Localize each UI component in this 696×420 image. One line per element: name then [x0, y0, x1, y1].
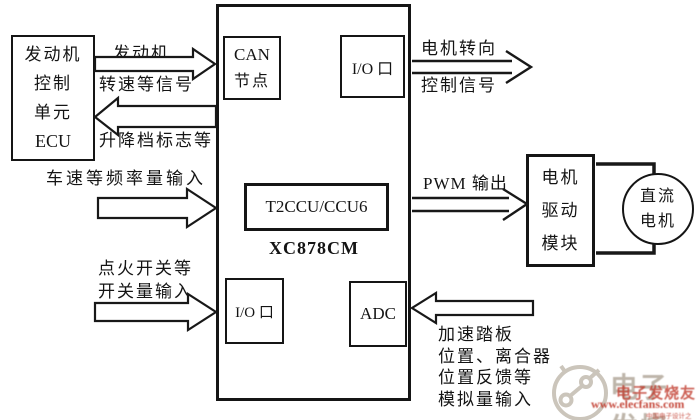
arrow-pwm-output [412, 187, 530, 221]
motor-direction-label-bottom: 控制信号 [421, 76, 497, 95]
watermark-tagline: 中国电子设计之窗 [646, 413, 692, 420]
t2ccu-label: T2CCU/CCU6 [265, 197, 368, 216]
io-top-label: I/O 口 [351, 60, 394, 78]
speed-freq-label: 车速等频率量输入 [46, 169, 206, 188]
engine-signal-label-bottom: 转速等信号 [99, 75, 194, 94]
adc-box: ADC [349, 281, 407, 347]
ecu-line-2: 控制 [34, 74, 72, 93]
ecu-line-4: ECU [35, 131, 71, 151]
adc-input-label-4: 模拟量输入 [438, 390, 533, 409]
adc-input-label-3: 位置反馈等 [438, 368, 533, 387]
arrow-shift-flag-left [93, 95, 218, 138]
io-port-top-box: I/O 口 [340, 35, 405, 98]
driver-line-3: 模块 [541, 234, 580, 253]
arrow-analog-input-left [409, 291, 535, 325]
ignition-label-1: 点火开关等 [98, 259, 193, 278]
adc-input-label-1: 加速踏板 [438, 325, 514, 344]
t2ccu-ccu6-box: T2CCU/CCU6 [244, 183, 389, 231]
ecu-box: 发动机 控制 单元 ECU [11, 35, 95, 161]
dc-motor-circle: 直流 电机 [622, 173, 694, 245]
mcu-caption: XC878CM [269, 238, 359, 258]
adc-label: ADC [360, 304, 396, 323]
io-bottom-label: I/O 口 [235, 304, 274, 321]
watermark-brand-red: 电子发烧友 [616, 386, 696, 402]
ignition-label-2: 开关量输入 [98, 282, 193, 301]
motor-direction-label-top: 电机转向 [421, 39, 497, 58]
watermark-url: www.elecfans.com [591, 397, 685, 411]
motor-driver-box: 电机 驱动 模块 [526, 154, 595, 267]
ecu-line-1: 发动机 [24, 45, 82, 64]
driver-line-1: 电机 [541, 168, 580, 187]
shift-flag-label: 升降档标志等 [99, 131, 213, 150]
driver-line-2: 驱动 [541, 201, 580, 220]
io-port-bottom-box: I/O 口 [225, 278, 284, 344]
can-node-box: CAN 节点 [223, 36, 281, 100]
can-line-2: 节点 [233, 73, 270, 90]
ecu-line-3: 单元 [34, 103, 72, 122]
watermark-brand-gray: 电子发烧友 [610, 373, 669, 420]
adc-input-label-2: 位置、离合器 [438, 347, 552, 366]
motor-line-2: 电机 [639, 213, 676, 230]
engine-signal-label-top: 发动机 [113, 44, 170, 63]
pwm-output-label: PWM 输出 [423, 174, 508, 193]
can-line-1: CAN [234, 45, 270, 64]
motor-line-1: 直流 [639, 188, 676, 205]
arrow-speed-freq-right [96, 186, 219, 230]
